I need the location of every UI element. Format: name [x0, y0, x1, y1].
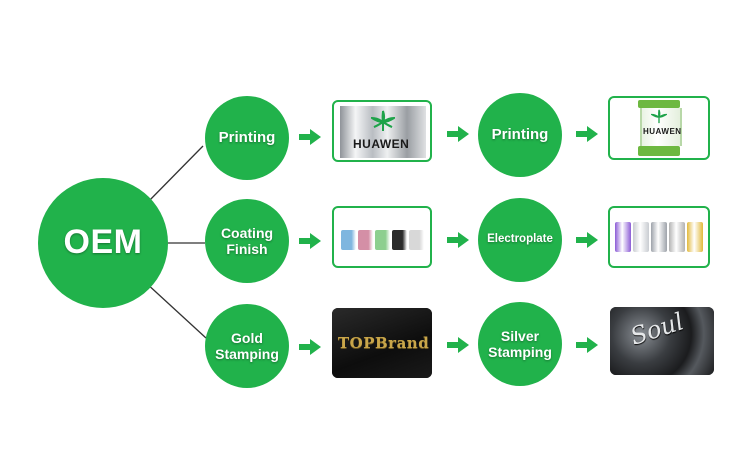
arrow-right-icon: [299, 129, 321, 145]
printing-sample-image: HUAWEN: [332, 100, 432, 162]
color-swatch: [615, 222, 631, 252]
printing-node-1: Printing: [205, 96, 289, 180]
color-swatch: [391, 230, 407, 250]
arrow-right-icon: [447, 126, 469, 142]
color-swatch: [687, 222, 703, 252]
coating-finish-label: Coating Finish: [220, 224, 274, 257]
leaf-icon: [371, 110, 395, 131]
color-swatch: [357, 230, 373, 250]
color-swatch: [651, 222, 667, 252]
arrow-right-icon: [299, 233, 321, 249]
gold-stamping-image: TOPBrand: [332, 308, 432, 378]
gold-stamped-text: TOPBrand: [338, 334, 430, 352]
printing-label-2: Printing: [491, 126, 549, 144]
printing-node-2: Printing: [478, 93, 562, 177]
arrow-right-icon: [447, 337, 469, 353]
silver-tube-image: HUAWEN: [340, 106, 426, 158]
gold-stamping-node: Gold Stamping: [205, 304, 289, 388]
arrow-right-icon: [576, 337, 598, 353]
connector-oem-gold: [144, 281, 207, 339]
color-swatch: [633, 222, 649, 252]
color-swatch: [669, 222, 685, 252]
color-swatch: [340, 230, 356, 250]
coating-color-swatches: [334, 230, 430, 250]
electroplate-samples-image: [608, 206, 710, 268]
arrow-right-icon: [576, 232, 598, 248]
color-swatch: [374, 230, 390, 250]
silver-stamping-image: Soul: [610, 307, 714, 375]
arrow-right-icon: [447, 232, 469, 248]
oem-node: OEM: [38, 178, 168, 308]
color-swatch: [408, 230, 424, 250]
brand-text: HUAWEN: [643, 127, 682, 136]
coating-finish-node: Coating Finish: [205, 199, 289, 283]
arrow-right-icon: [299, 339, 321, 355]
arrow-right-icon: [576, 126, 598, 142]
brand-text: HUAWEN: [353, 137, 410, 151]
gold-stamping-label: Gold Stamping: [215, 329, 279, 362]
printed-cartridge-image: HUAWEN: [608, 96, 710, 160]
leaf-icon: [651, 109, 667, 124]
coating-samples-image: [332, 206, 432, 268]
silver-stamping-label: Silver Stamping: [488, 327, 552, 360]
oem-label: OEM: [63, 223, 143, 262]
silver-stamping-node: Silver Stamping: [478, 302, 562, 386]
printing-label-1: Printing: [218, 129, 276, 147]
connector-oem-printing: [144, 145, 204, 206]
electroplate-color-swatches: [610, 222, 708, 252]
electroplate-node: Electroplate: [478, 198, 562, 282]
electroplate-label: Electroplate: [487, 233, 553, 246]
